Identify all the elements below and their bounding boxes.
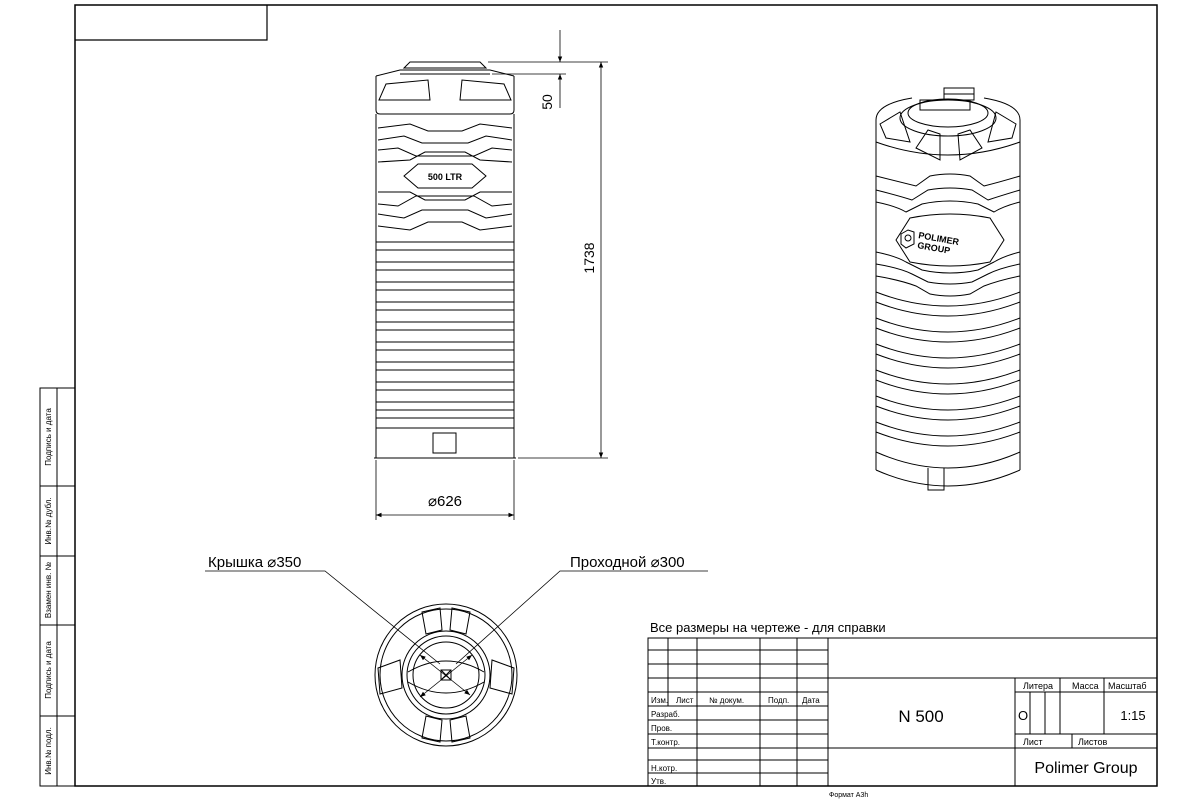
side-stamp-strip [39,387,76,787]
tb-role-tkontr: Т.контр. [651,738,680,747]
stamp-inv-dubl: Инв.№ дубл. [44,497,53,544]
tb-designation: N 500 [898,707,943,726]
top-view [374,603,518,747]
tb-role-prov: Пров. [651,724,672,733]
stamp-sign-date-1: Подпись и дата [44,408,53,466]
dim-top-gap: 50 [539,94,555,110]
tank-ribs [376,241,514,419]
tb-sheet-label: Лист [1023,737,1043,747]
tb-header-sign: Подп. [768,696,789,705]
sheet-format: Формат А3h [829,792,868,799]
stamp-vzamen-inv: Взамен инв. № [44,561,53,618]
tb-role-utv: Утв. [651,777,666,786]
isometric-view [875,87,1021,491]
tb-company: Polimer Group [1034,760,1137,777]
title-block [647,637,1158,787]
callout-lid: Крышка ⌀350 [208,554,301,571]
stamp-inv-podl: Инв.№ подл. [44,727,53,775]
dim-height: 1738 [581,242,597,273]
tb-mass-label: Масса [1072,681,1099,691]
tb-sheets-label: Листов [1078,737,1107,747]
tb-header-date: Дата [802,696,820,705]
iso-ribs [875,291,1021,447]
title-block-text: Изм. Лист № докум. Подп. Дата Разраб. Пр… [651,681,1147,786]
tb-header-doc: № докум. [709,696,744,705]
dimension-lines [375,30,608,520]
reference-note: Все размеры на чертеже - для справки [650,620,886,635]
front-view [374,61,516,459]
callout-manhole: Проходной ⌀300 [570,554,685,571]
callout-leaders [205,570,708,698]
tb-header-izm: Изм. [651,696,668,705]
stamp-sign-date-2: Подпись и дата [44,641,53,699]
iso-brand: POLIMER GROUP [917,230,961,256]
tb-scale-value: 1:15 [1120,708,1145,723]
tb-litera-label: Литера [1023,681,1053,691]
dim-diameter: ⌀626 [428,493,462,510]
tb-header-list: Лист [676,696,694,705]
tb-scale-label: Масштаб [1108,681,1147,691]
tb-litera-value: О [1018,708,1028,723]
tb-role-nkontr: Н.котр. [651,764,677,773]
tank-volume-label: 500 LTR [428,172,463,182]
tb-role-razrab: Разраб. [651,710,680,719]
